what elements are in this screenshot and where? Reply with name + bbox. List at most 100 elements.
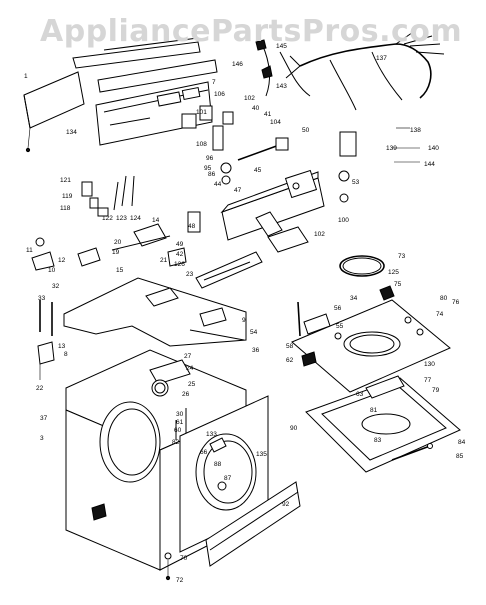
part-label-25: 25 — [188, 381, 196, 388]
part-label-95: 95 — [204, 165, 212, 172]
part-label-21: 21 — [160, 257, 168, 264]
part-label-76: 76 — [452, 299, 460, 306]
part-label-45: 45 — [254, 167, 262, 174]
part-label-61: 61 — [176, 419, 184, 426]
part-label-77: 77 — [424, 377, 432, 384]
part-label-7: 7 — [212, 79, 216, 86]
part-label-20: 20 — [114, 239, 122, 246]
part-label-10: 10 — [48, 267, 56, 274]
part-label-101: 101 — [196, 109, 207, 116]
part-label-83: 83 — [374, 437, 382, 444]
part-label-125: 125 — [388, 269, 399, 276]
part-labels: 1 7 134 101 106 102 40 41 104 50 108 96 … — [24, 43, 466, 584]
part-label-8: 8 — [64, 351, 68, 358]
part-label-133: 133 — [206, 431, 217, 438]
part-label-139: 139 — [386, 145, 397, 152]
part-label-138: 138 — [410, 127, 421, 134]
part-label-102b: 102 — [314, 231, 325, 238]
center-parts — [111, 223, 263, 289]
part-label-44: 44 — [214, 181, 222, 188]
front-panel — [179, 395, 269, 553]
part-label-84: 84 — [458, 439, 466, 446]
part-label-54: 54 — [250, 329, 258, 336]
top-panel — [63, 277, 247, 347]
part-label-55: 55 — [336, 323, 344, 330]
part-label-126: 126 — [174, 261, 185, 268]
left-hinge-parts — [37, 300, 55, 380]
part-label-15: 15 — [116, 267, 124, 274]
part-label-22: 22 — [36, 385, 44, 392]
part-label-60: 60 — [174, 427, 182, 434]
part-label-73: 73 — [398, 253, 406, 260]
part-label-75: 75 — [394, 281, 402, 288]
part-label-33: 33 — [38, 295, 46, 302]
part-label-24: 24 — [186, 365, 194, 372]
part-label-134: 134 — [66, 129, 77, 136]
part-label-88: 88 — [214, 461, 222, 468]
part-label-144: 144 — [424, 161, 435, 168]
part-label-145: 145 — [276, 43, 287, 50]
part-label-106: 106 — [214, 91, 225, 98]
part-label-14: 14 — [152, 217, 160, 224]
part-label-81: 81 — [370, 407, 378, 414]
part-label-58: 58 — [286, 343, 294, 350]
part-label-40: 40 — [252, 105, 260, 112]
part-label-62: 62 — [286, 357, 294, 364]
seal-ring — [339, 255, 395, 301]
part-label-121: 121 — [60, 177, 71, 184]
part-label-140: 140 — [428, 145, 439, 152]
part-label-50: 50 — [302, 127, 310, 134]
timer-switches — [181, 105, 289, 185]
part-label-122: 122 — [102, 215, 113, 222]
part-label-13: 13 — [58, 343, 66, 350]
part-label-47: 47 — [234, 187, 242, 194]
control-panel-assembly — [23, 37, 218, 153]
part-label-27: 27 — [184, 353, 192, 360]
part-label-124: 124 — [130, 215, 141, 222]
part-label-100: 100 — [338, 217, 349, 224]
part-label-37: 37 — [40, 415, 48, 422]
part-label-32: 32 — [52, 283, 60, 290]
part-label-70: 70 — [180, 555, 188, 562]
part-label-146: 146 — [232, 61, 243, 68]
part-label-104: 104 — [270, 119, 281, 126]
part-label-3: 3 — [40, 435, 44, 442]
part-label-19: 19 — [112, 249, 120, 256]
base-panel — [305, 375, 461, 473]
console-back-panel — [187, 131, 357, 253]
part-label-49: 49 — [176, 241, 184, 248]
part-label-79: 79 — [432, 387, 440, 394]
part-label-30: 30 — [176, 411, 184, 418]
part-label-36: 36 — [252, 347, 260, 354]
kick-plate — [164, 481, 301, 581]
part-label-9: 9 — [242, 317, 246, 324]
part-label-96: 96 — [206, 155, 214, 162]
part-label-80: 80 — [440, 295, 448, 302]
part-label-72: 72 — [176, 577, 184, 584]
part-label-86: 86 — [208, 171, 216, 178]
part-label-87: 87 — [224, 475, 232, 482]
part-label-118: 118 — [60, 205, 71, 212]
part-label-41: 41 — [264, 111, 272, 118]
part-label-26: 26 — [182, 391, 190, 398]
part-label-108: 108 — [196, 141, 207, 148]
part-label-130: 130 — [424, 361, 435, 368]
part-label-53: 53 — [352, 179, 360, 186]
part-label-143: 143 — [276, 83, 287, 90]
part-label-34: 34 — [350, 295, 358, 302]
part-label-135: 135 — [256, 451, 267, 458]
part-label-11: 11 — [26, 247, 33, 254]
part-label-23: 23 — [186, 271, 194, 278]
part-label-90: 90 — [290, 425, 298, 432]
part-label-48: 48 — [188, 223, 196, 230]
part-label-119: 119 — [62, 193, 73, 200]
part-label-102: 102 — [244, 95, 255, 102]
left-small-parts — [31, 175, 135, 271]
part-label-1: 1 — [24, 73, 28, 80]
part-label-63: 63 — [356, 391, 364, 398]
part-label-123: 123 — [116, 215, 127, 222]
part-label-66: 66 — [200, 449, 208, 456]
part-label-74: 74 — [436, 311, 444, 318]
